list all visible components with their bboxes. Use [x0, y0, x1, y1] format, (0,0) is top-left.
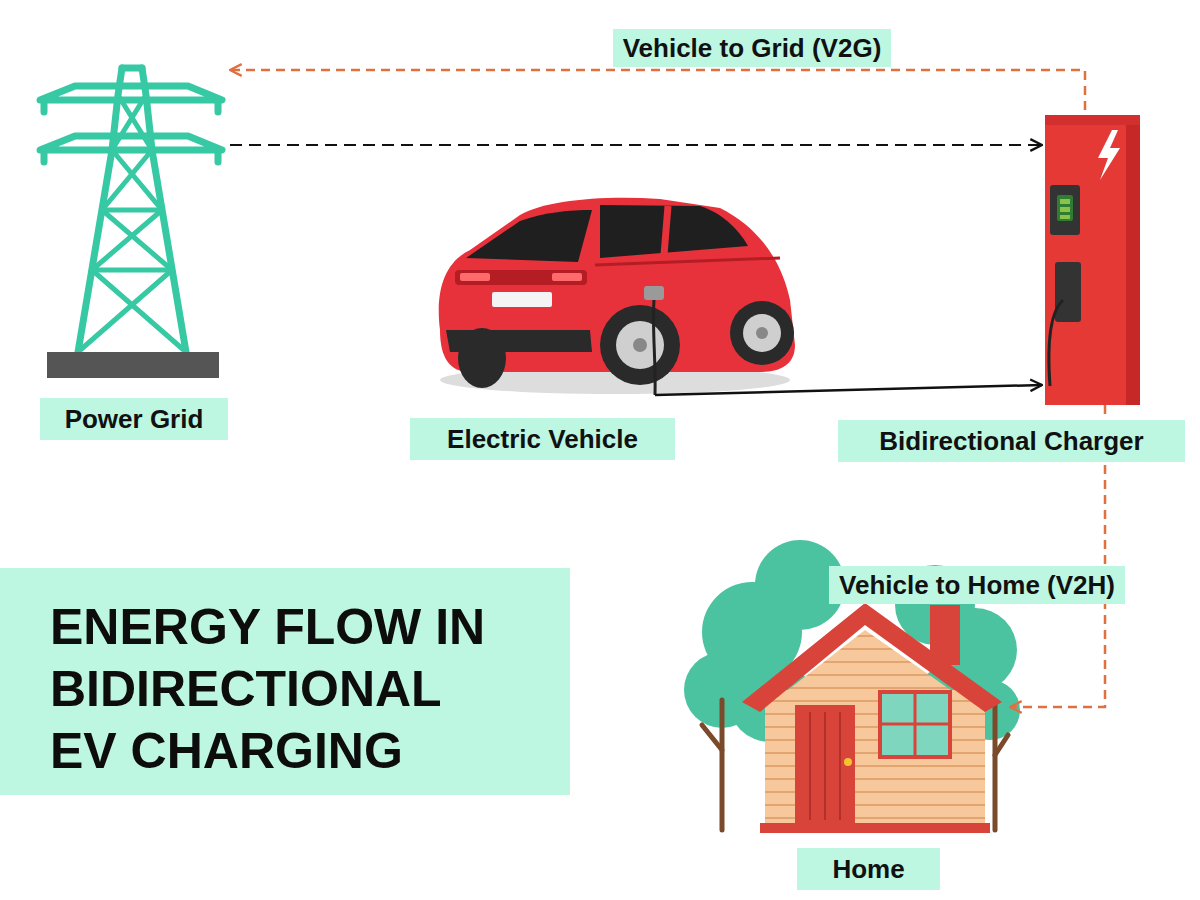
- node-label: Power Grid: [40, 398, 228, 440]
- charger-unit: [1045, 115, 1140, 405]
- tower-base: [47, 352, 219, 378]
- node-label: Bidirectional Charger: [838, 420, 1185, 462]
- flow-connector: [230, 70, 1085, 110]
- node-area: Bidirectional Charger: [1042, 110, 1142, 405]
- electric-car: [439, 198, 795, 395]
- node-area: Power Grid: [38, 62, 230, 380]
- title: ENERGY FLOW IN BIDIRECTIONAL EV CHARGING: [50, 596, 505, 782]
- power-tower: [40, 68, 222, 352]
- title-panel: ENERGY FLOW IN BIDIRECTIONAL EV CHARGING: [0, 568, 570, 795]
- node-label: Home: [797, 848, 940, 890]
- node-label: Electric Vehicle: [410, 418, 675, 460]
- edge-label: Vehicle to Grid (V2G): [613, 29, 892, 67]
- flow-connector: [230, 144, 1042, 146]
- node-area: Electric Vehicle: [425, 195, 795, 395]
- flow-connector: [655, 385, 1042, 395]
- edge-label: Vehicle to Home (V2H): [829, 566, 1125, 604]
